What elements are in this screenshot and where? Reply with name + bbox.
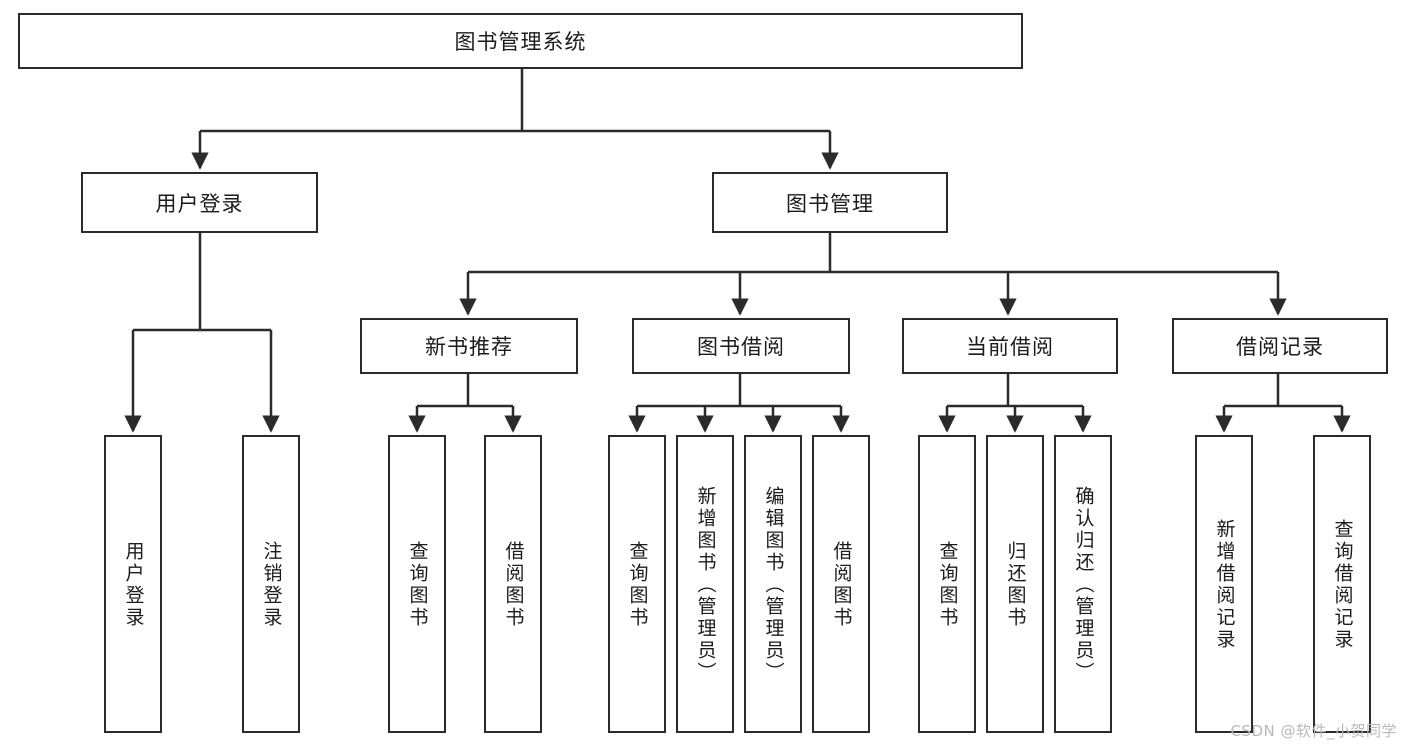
node-leaf-add-borrow-record-label: 新增借阅记录	[1213, 519, 1236, 651]
node-leaf-query-borrow-record-label: 查询借阅记录	[1331, 519, 1354, 651]
node-leaf-user-login-label: 用户登录	[122, 541, 145, 629]
node-leaf-edit-book[interactable]: 编辑图书（管理员）	[744, 435, 802, 733]
node-new-book-recommend-label: 新书推荐	[425, 335, 513, 359]
node-leaf-return-book-label: 归还图书	[1004, 541, 1027, 629]
node-root[interactable]: 图书管理系统	[18, 13, 1023, 69]
node-leaf-add-book-label: 新增图书（管理员）	[694, 486, 717, 684]
node-leaf-query-book-current[interactable]: 查询图书	[918, 435, 976, 733]
node-user-login[interactable]: 用户登录	[81, 172, 318, 233]
node-book-borrow[interactable]: 图书借阅	[632, 318, 850, 374]
node-leaf-logout[interactable]: 注销登录	[242, 435, 300, 733]
node-book-manage[interactable]: 图书管理	[712, 172, 948, 233]
node-leaf-query-book-borrow[interactable]: 查询图书	[608, 435, 666, 733]
watermark: CSDN @软件_小贺同学	[1230, 722, 1397, 740]
node-leaf-query-book-recommend-label: 查询图书	[406, 541, 429, 629]
node-leaf-borrow-book-recommend-label: 借阅图书	[502, 541, 525, 629]
node-leaf-query-book-borrow-label: 查询图书	[626, 541, 649, 629]
node-leaf-borrow-book-label: 借阅图书	[830, 541, 853, 629]
node-leaf-return-book[interactable]: 归还图书	[986, 435, 1044, 733]
node-leaf-borrow-book-recommend[interactable]: 借阅图书	[484, 435, 542, 733]
node-book-manage-label: 图书管理	[786, 191, 874, 216]
node-leaf-borrow-book[interactable]: 借阅图书	[812, 435, 870, 733]
node-new-book-recommend[interactable]: 新书推荐	[360, 318, 578, 374]
node-user-login-label: 用户登录	[155, 191, 244, 216]
node-current-borrow[interactable]: 当前借阅	[902, 318, 1118, 374]
node-leaf-confirm-return-label: 确认归还（管理员）	[1072, 486, 1095, 684]
node-book-borrow-label: 图书借阅	[697, 335, 785, 359]
node-leaf-user-login[interactable]: 用户登录	[104, 435, 162, 733]
node-borrow-record-label: 借阅记录	[1236, 335, 1324, 359]
node-leaf-query-borrow-record[interactable]: 查询借阅记录	[1313, 435, 1371, 733]
node-leaf-edit-book-label: 编辑图书（管理员）	[762, 486, 785, 684]
node-leaf-add-book[interactable]: 新增图书（管理员）	[676, 435, 734, 733]
node-root-label: 图书管理系统	[454, 30, 587, 54]
node-leaf-add-borrow-record[interactable]: 新增借阅记录	[1195, 435, 1253, 733]
node-leaf-query-book-current-label: 查询图书	[936, 541, 959, 629]
node-leaf-query-book-recommend[interactable]: 查询图书	[388, 435, 446, 733]
node-borrow-record[interactable]: 借阅记录	[1172, 318, 1388, 374]
node-leaf-logout-label: 注销登录	[260, 541, 283, 629]
node-leaf-confirm-return[interactable]: 确认归还（管理员）	[1054, 435, 1112, 733]
node-current-borrow-label: 当前借阅	[966, 335, 1054, 359]
